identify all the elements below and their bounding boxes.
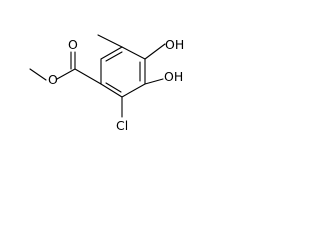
hydroxyl-top-bond (144, 43, 166, 60)
methoxy-bond (29, 68, 47, 81)
carboxyl-carbon-bond (74, 68, 102, 85)
ester-oxygen-bond (56, 68, 76, 80)
hydroxyl-right-label: OH (164, 69, 183, 84)
methyl-bond (97, 34, 123, 48)
ring-double-bond-c5-c6 (105, 82, 122, 93)
ring-bond-c2-c3 (121, 46, 146, 60)
molecule-drawing: OH OH Cl O O (29, 34, 184, 133)
carbonyl-oxygen-label: O (68, 37, 78, 52)
ring-double-bond-c1-c2 (105, 51, 123, 62)
ring-bond-c4-c5 (121, 83, 146, 98)
chlorine-label: Cl (116, 118, 128, 133)
ring-bond-c5-c6 (100, 83, 123, 98)
ring-bond-c1-c2 (100, 46, 123, 60)
hydroxyl-top-label: OH (165, 37, 184, 52)
hydroxyl-right-bond (144, 78, 164, 85)
ester-oxygen-label: O (48, 72, 58, 87)
structure-canvas: OH OH Cl O O (0, 0, 206, 154)
